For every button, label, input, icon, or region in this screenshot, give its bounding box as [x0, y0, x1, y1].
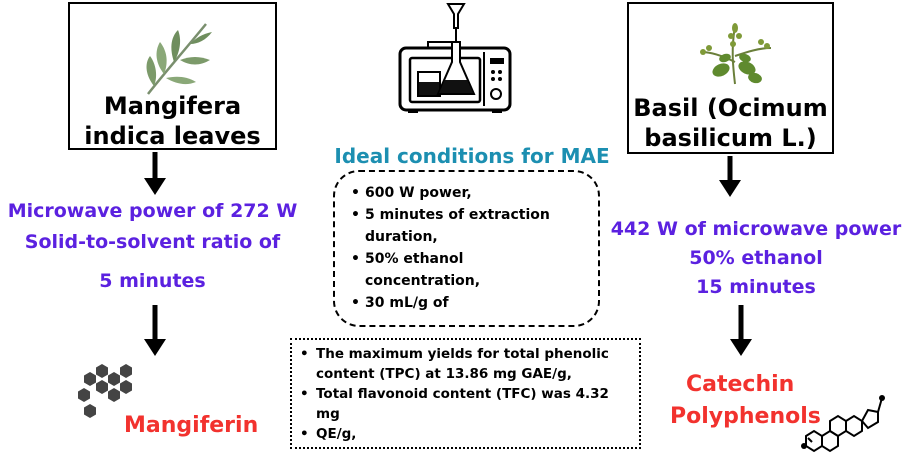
arrow-down-icon — [144, 305, 166, 356]
left-param-time: 5 minutes — [99, 270, 206, 292]
basil-title-line1: Basil (Ocimum — [633, 94, 828, 122]
condition-item: 50% ethanol concentration, — [349, 248, 510, 292]
right-param-time: 15 minutes — [696, 276, 816, 298]
basil-title-line2: basilicum L.) — [644, 124, 817, 152]
conditions-list: 600 W power, 5 minutes of extraction dur… — [349, 182, 589, 314]
result-item: The maximum yields for total phenolic co… — [296, 344, 636, 384]
microwave-extraction-icon — [398, 3, 512, 113]
mango-leaf-icon — [146, 23, 212, 95]
results-box: The maximum yields for total phenolic co… — [290, 338, 641, 449]
arrow-down-icon — [719, 156, 741, 197]
basil-box: Basil (Ocimum basilicum L.) — [627, 2, 834, 154]
result-item: QE/g, — [296, 424, 636, 444]
arrow-down-icon — [144, 152, 166, 195]
basil-plant-icon — [700, 23, 772, 85]
center-heading: Ideal conditions for MAE — [334, 144, 610, 168]
left-param-power: Microwave power of 272 W — [7, 200, 298, 222]
results-list: The maximum yields for total phenolic co… — [296, 344, 636, 444]
right-param-ethanol: 50% ethanol — [689, 247, 823, 269]
mangifera-box: Mangifera indica leaves — [68, 2, 277, 150]
left-param-ratio: Solid-to-solvent ratio of — [24, 231, 281, 253]
result-item: Total flavonoid content (TFC) was 4.32 m… — [296, 384, 626, 424]
right-param-power: 442 W of microwave power — [610, 218, 902, 240]
mangifera-title-line2: indica leaves — [84, 122, 261, 150]
product-polyphenols: Polyphenols — [670, 404, 821, 429]
steroid-molecule-icon — [801, 395, 885, 453]
condition-item: 600 W power, — [349, 182, 589, 204]
condition-item: 30 mL/g of — [349, 292, 589, 314]
condition-item: 5 minutes of extraction duration, — [349, 204, 589, 248]
product-catechin: Catechin — [686, 372, 795, 397]
arrow-down-icon — [730, 305, 752, 356]
mangifera-title-line1: Mangifera — [103, 92, 242, 120]
product-mangiferin: Mangiferin — [124, 413, 259, 438]
mangiferin-molecule-icon — [78, 364, 132, 418]
conditions-box: 600 W power, 5 minutes of extraction dur… — [333, 170, 600, 327]
